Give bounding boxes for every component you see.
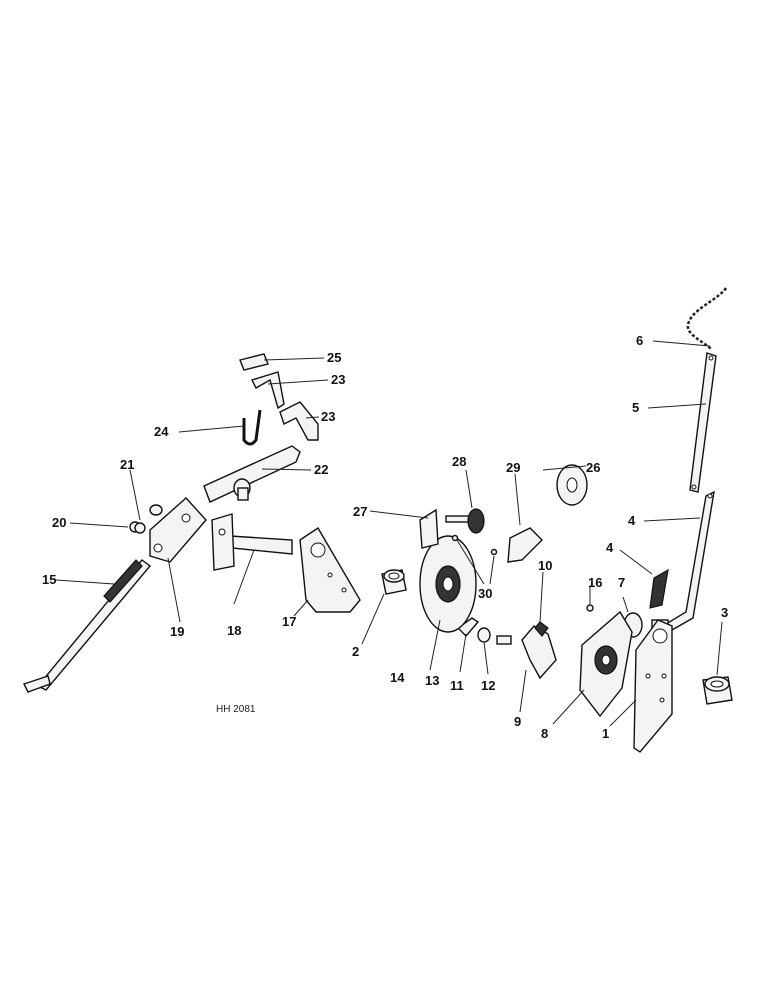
figure-reference: HH 2081 <box>216 704 256 715</box>
callout-27: 27 <box>353 504 367 519</box>
part-bracket-23-lower <box>279 401 319 441</box>
callout-26: 26 <box>586 460 600 475</box>
part-arm-22 <box>203 445 301 503</box>
callout-4-left: 2 <box>352 644 359 659</box>
part-pawl <box>521 625 557 680</box>
callout-17: 15 <box>42 572 56 587</box>
part-pin-14 <box>496 635 512 645</box>
callout-23-upper: 23 <box>331 372 345 387</box>
part-lever <box>664 490 715 631</box>
callout-7: 5 <box>632 400 639 415</box>
part-spring <box>649 568 669 609</box>
part-clamp-block <box>149 497 207 563</box>
part-gear-26 <box>556 464 588 506</box>
callout-25: 25 <box>327 350 341 365</box>
part-plate-25 <box>239 353 269 371</box>
part-cam-plate <box>579 610 633 718</box>
part-sprocket <box>419 535 477 633</box>
callout-8: 6 <box>636 333 643 348</box>
callout-18: 16 <box>588 575 602 590</box>
callout-22: 22 <box>314 462 328 477</box>
callout-24: 24 <box>154 424 169 439</box>
callout-19: 20 <box>52 515 66 530</box>
part-u-bolt <box>242 409 262 446</box>
part-small-sprocket-28 <box>467 508 485 534</box>
part-key-30b <box>490 548 498 556</box>
part-threaded-rod <box>23 559 152 693</box>
part-chain <box>686 287 728 351</box>
part-left-plate <box>299 527 361 613</box>
callout-20: 19 <box>170 624 184 639</box>
callout-5: 4 <box>628 513 636 528</box>
callout-30: 30 <box>478 586 492 601</box>
callout-3: 18 <box>227 623 241 638</box>
part-right-plate <box>633 619 673 753</box>
callout-14: 12 <box>481 678 495 693</box>
callout-29: 29 <box>506 460 520 475</box>
callout-12: 10 <box>538 558 552 573</box>
part-pin-18 <box>586 604 594 612</box>
callout-23-lower: 23 <box>321 409 335 424</box>
callout-6: 4 <box>606 540 614 555</box>
callout-16: 14 <box>390 670 405 685</box>
callout-1: 1 <box>602 726 609 741</box>
callout-10: 8 <box>541 726 548 741</box>
callout-4-right: 3 <box>721 605 728 620</box>
callout-2: 17 <box>282 614 296 629</box>
part-nut-21 <box>134 504 163 534</box>
callout-21: 21 <box>120 457 134 472</box>
part-chain-block-29 <box>507 527 543 563</box>
callout-15: 13 <box>425 673 439 688</box>
part-upper-bar <box>689 352 717 493</box>
callout-13: 11 <box>450 678 464 693</box>
part-bracket-27 <box>419 508 471 549</box>
part-shaft-3 <box>211 513 293 571</box>
callout-9: 7 <box>618 575 625 590</box>
part-bracket-23-upper <box>251 371 285 410</box>
part-bushing-left <box>381 569 407 595</box>
part-bushing-right <box>702 676 733 705</box>
callout-11: 9 <box>514 714 521 729</box>
part-key-30a <box>451 534 459 542</box>
part-clip <box>534 621 549 637</box>
callout-28: 28 <box>452 454 466 469</box>
part-shoe-15 <box>456 617 480 638</box>
part-washer-13 <box>477 627 491 643</box>
